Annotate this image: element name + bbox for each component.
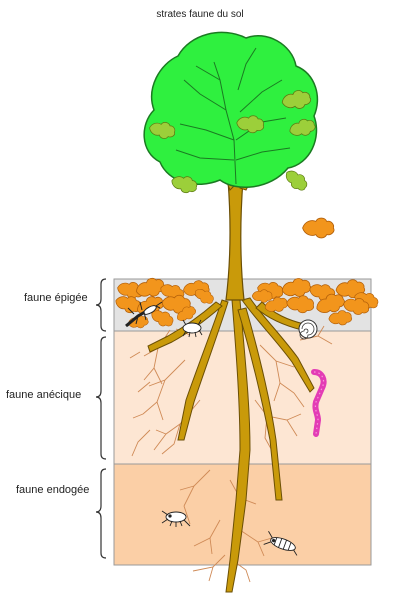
larva-icon — [263, 531, 298, 556]
brace-endogee — [95, 468, 107, 559]
earthworm-icon — [311, 369, 327, 437]
brace-epigee — [95, 278, 107, 332]
label-faune-epigee: faune épigée — [24, 292, 88, 304]
tree-crown — [143, 31, 319, 189]
tree-trunk — [225, 179, 245, 301]
insect-icon — [125, 301, 163, 328]
springtail-icon — [161, 510, 191, 527]
crown-veins — [175, 47, 291, 185]
label-faune-endogee: faune endogée — [16, 484, 90, 496]
mite-icon — [182, 319, 203, 338]
snail-shell-icon — [298, 319, 318, 340]
falling-leaf — [302, 217, 335, 239]
diagram-title: strates faune du sol — [156, 9, 244, 20]
brace-anecique — [95, 336, 107, 460]
label-faune-anecique: faune anécique — [6, 389, 82, 401]
